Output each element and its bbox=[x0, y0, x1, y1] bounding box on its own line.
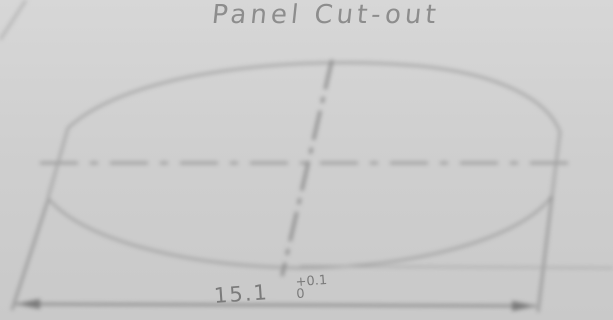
drawing-title: Panel Cut-out bbox=[210, 0, 442, 30]
cutout-outline bbox=[46, 61, 562, 270]
dimension-arrow-right bbox=[512, 301, 536, 311]
extension-line-right bbox=[537, 195, 553, 313]
extension-line-left bbox=[11, 199, 49, 311]
dimension-tolerance: +0.1 0 bbox=[295, 273, 328, 303]
dimension-value: 15.1 bbox=[213, 280, 270, 308]
sheet-border-left bbox=[0, 0, 27, 41]
vertical-centerline bbox=[280, 59, 334, 277]
dimension-line bbox=[15, 303, 537, 307]
dimension-arrow-left bbox=[16, 299, 40, 309]
tolerance-lower: 0 bbox=[295, 286, 306, 303]
leader-line bbox=[299, 265, 613, 269]
